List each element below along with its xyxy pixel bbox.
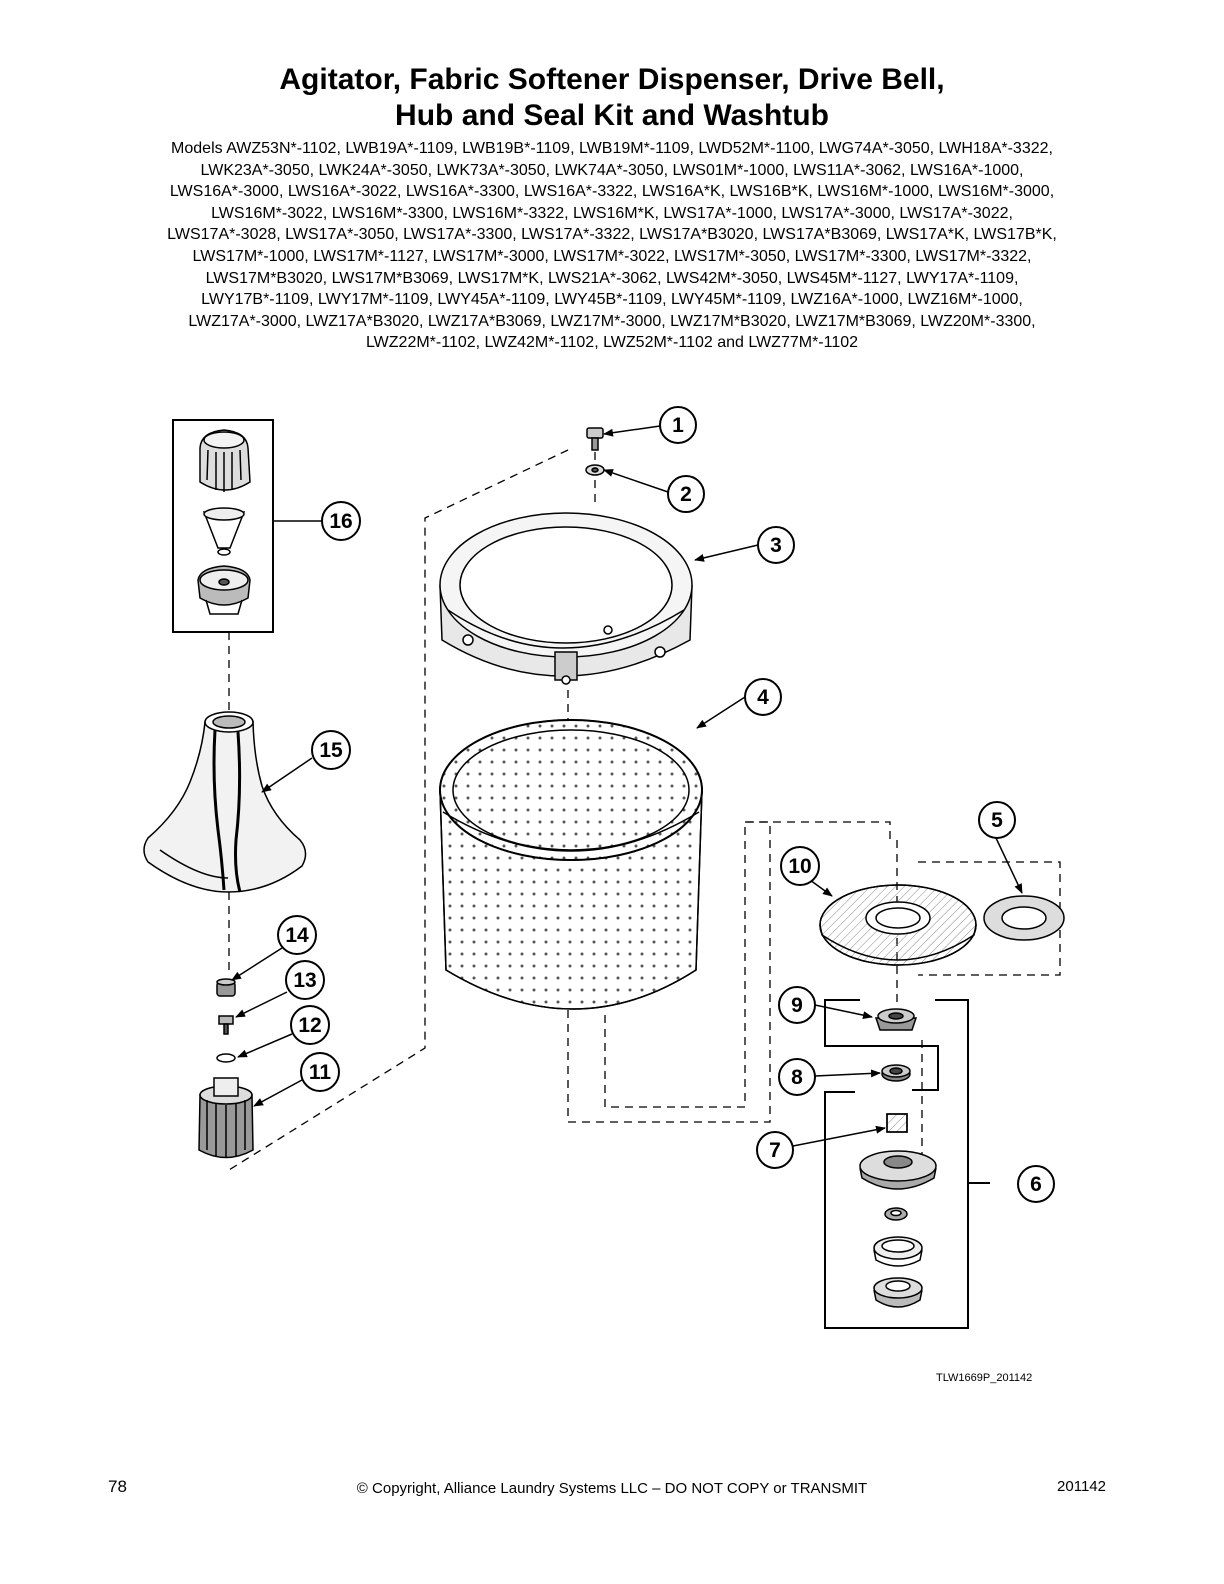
spanner-nut — [881, 1064, 911, 1082]
fabric-softener-dispenser — [197, 429, 251, 615]
models-line: LWS16A*-3000, LWS16A*-3022, LWS16A*-3300… — [169, 183, 1055, 201]
callout-16: 16 — [321, 501, 361, 541]
models-line: LWS17M*-1000, LWS17M*-1127, LWS17M*-3000… — [192, 247, 1032, 265]
page-title-line-2: Hub and Seal Kit and Washtub — [395, 99, 829, 132]
callout-3: 3 — [757, 526, 795, 564]
models-line: Models AWZ53N*-1102, LWB19A*-1109, LWB19… — [171, 140, 1053, 157]
models-line: LWS16M*-3022, LWS16M*-3300, LWS16M*-3322… — [211, 204, 1013, 222]
models-line: LWS17A*-3028, LWS17A*-3050, LWS17A*-3300… — [167, 226, 1057, 244]
svg-text:4: 4 — [757, 686, 769, 709]
models-list: Models AWZ53N*-1102, LWB19A*-1109, LWB19… — [80, 138, 1144, 354]
models-line: LWZ22M*-1102, LWZ42M*-1102, LWZ52M*-1102… — [365, 334, 859, 352]
agitator-small-parts — [198, 978, 254, 1159]
models-line: LWY17B*-1109, LWY17M*-1109, LWY45A*-1109… — [201, 291, 1023, 309]
callout-11: 11 — [300, 1052, 340, 1092]
callout-4: 4 — [744, 678, 782, 716]
callout-2: 2 — [667, 475, 705, 513]
svg-text:16: 16 — [329, 510, 352, 533]
dispenser-kit-box — [172, 419, 274, 633]
callout-13: 13 — [285, 960, 325, 1000]
agitator-barrel — [143, 711, 307, 893]
models-line: LWS17M*B3020, LWS17M*B3069, LWS17M*K, LW… — [205, 269, 1019, 287]
svg-text:5: 5 — [991, 809, 1003, 832]
drive-bell-gasket — [983, 895, 1065, 941]
hub-seal-kit-parts — [873, 1207, 923, 1308]
svg-text:3: 3 — [770, 534, 782, 557]
callout-10: 10 — [780, 846, 820, 886]
page-number: 78 — [108, 1477, 127, 1496]
callout-15: 15 — [311, 730, 351, 770]
svg-text:10: 10 — [788, 855, 811, 878]
callout-6: 6 — [1017, 1165, 1055, 1203]
callout-5: 5 — [978, 801, 1016, 839]
svg-text:9: 9 — [791, 994, 803, 1017]
callout-labels: 1 2 3 4 5 6 7 8 9 10 11 12 13 14 15 16 — [277, 406, 1055, 1203]
drawing-id: TLW1669P_201142 — [936, 1372, 1033, 1384]
balance-ring — [439, 512, 693, 685]
models-line: LWZ17A*-3000, LWZ17A*B3020, LWZ17A*B3069… — [188, 312, 1036, 330]
callout-9: 9 — [778, 986, 816, 1024]
callout-7: 7 — [756, 1131, 794, 1169]
svg-text:12: 12 — [298, 1014, 321, 1037]
page-title-line-1: Agitator, Fabric Softener Dispenser, Dri… — [279, 63, 945, 96]
svg-text:1: 1 — [672, 414, 684, 437]
hub — [859, 1113, 937, 1190]
callout-14: 14 — [277, 915, 317, 955]
drive-bell — [819, 884, 977, 966]
svg-text:14: 14 — [285, 924, 309, 947]
copyright-notice: © Copyright, Alliance Laundry Systems LL… — [356, 1480, 868, 1497]
hub-seal-kit-bracket — [935, 999, 990, 1184]
wash-basket — [439, 719, 703, 1010]
svg-text:13: 13 — [293, 969, 316, 992]
svg-text:6: 6 — [1030, 1173, 1042, 1196]
callout-8: 8 — [778, 1058, 816, 1096]
svg-text:2: 2 — [680, 483, 692, 506]
leader-arrows — [231, 425, 1023, 1147]
svg-text:11: 11 — [309, 1061, 332, 1084]
models-line: LWK23A*-3050, LWK24A*-3050, LWK73A*-3050… — [200, 161, 1024, 179]
tub-seal — [874, 1008, 918, 1031]
agitator-bolt — [586, 427, 604, 451]
svg-text:7: 7 — [769, 1139, 781, 1162]
svg-text:8: 8 — [791, 1066, 803, 1089]
callout-12: 12 — [290, 1005, 330, 1045]
svg-text:15: 15 — [319, 739, 343, 762]
document-number: 201142 — [1057, 1478, 1106, 1495]
callout-1: 1 — [659, 406, 697, 444]
